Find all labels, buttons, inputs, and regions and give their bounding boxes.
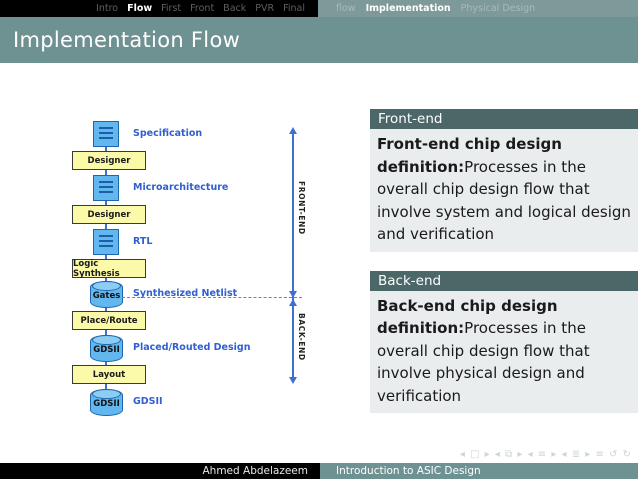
node-label-gdsii: GDSII: [133, 396, 163, 407]
footer-bar: Ahmed Abdelazeem Introduction to ASIC De…: [0, 463, 638, 479]
node-label-synthesized-netlist: Synthesized Netlist: [133, 288, 238, 299]
node-label-rtl: RTL: [133, 236, 153, 247]
block-back-end-body: Back-end chip design definition:Processe…: [370, 290, 638, 413]
implementation-flow-diagram: Designer Designer Logic Synthesis Gates …: [0, 63, 370, 463]
block-back-end-header: Back-end: [370, 270, 638, 291]
footer-author-section: Ahmed Abdelazeem: [0, 463, 320, 479]
node-label-microarchitecture: Microarchitecture: [133, 182, 229, 193]
nav-item-implementation[interactable]: Implementation: [365, 3, 451, 14]
arrowhead-down-frontend-icon: [289, 291, 297, 298]
node-label-placed-routed-design: Placed/Routed Design: [133, 342, 251, 353]
document-icon-specification: [93, 121, 119, 147]
process-box-designer-1: Designer: [72, 151, 146, 170]
nav-item-back[interactable]: Back: [223, 3, 247, 14]
process-box-designer-2: Designer: [72, 205, 146, 224]
front-end-definition-text: Processes in the overall chip design flo…: [377, 157, 631, 244]
back-end-phase-label: BACK-END: [297, 313, 306, 361]
back-end-definition-term: Back-end chip design definition:: [377, 296, 558, 338]
top-nav-sections: Intro Flow First Front Back PVR Final: [0, 0, 318, 17]
top-nav-subsections: flow Implementation Physical Design: [318, 0, 638, 17]
back-end-definition-text: Processes in the overall chip design flo…: [377, 319, 590, 405]
nav-item-flow[interactable]: Flow: [127, 3, 153, 14]
phase-span-arrow-line: [292, 133, 294, 382]
arrowhead-up-top-icon: [289, 127, 297, 134]
nav-item-physical-design[interactable]: Physical Design: [460, 3, 536, 14]
block-back-end-title: Back-end: [378, 272, 442, 289]
definition-blocks: Front-end Front-end chip design definiti…: [370, 109, 638, 413]
process-box-logic-synthesis: Logic Synthesis: [72, 259, 146, 279]
nav-item-pvr[interactable]: PVR: [255, 3, 275, 14]
slide-title-bar: Implementation Flow: [0, 17, 638, 63]
database-icon-gates: Gates: [90, 281, 123, 308]
block-back-end: Back-end Back-end chip design definition…: [370, 270, 638, 413]
nav-item-intro[interactable]: Intro: [96, 3, 119, 14]
front-end-phase-label: FRONT-END: [297, 181, 306, 235]
beamer-navigation-symbols[interactable]: ◂ □ ▸ ◂ ⧉ ▸ ◂ ≡ ▸ ◂ ≣ ▸ ≡ ↺ ↻: [459, 449, 632, 460]
node-label-specification: Specification: [133, 128, 203, 139]
arrowhead-down-bottom-icon: [289, 377, 297, 384]
footer-course-title: Introduction to ASIC Design: [336, 465, 481, 477]
front-end-definition-term: Front-end chip design definition:: [377, 135, 562, 176]
database-icon-gdsii-1: GDSII: [90, 335, 123, 362]
nav-item-final[interactable]: Final: [283, 3, 305, 14]
arrowhead-up-backend-icon: [289, 299, 297, 306]
footer-course-section: Introduction to ASIC Design: [320, 463, 638, 479]
document-icon-microarchitecture: [93, 175, 119, 201]
top-nav-bar: Intro Flow First Front Back PVR Final fl…: [0, 0, 638, 17]
page-title: Implementation Flow: [13, 28, 241, 52]
frontend-backend-divider-line: [122, 297, 302, 298]
nav-item-front[interactable]: Front: [190, 3, 215, 14]
block-front-end: Front-end Front-end chip design definiti…: [370, 109, 638, 252]
nav-item-flow-sub[interactable]: flow: [336, 3, 356, 14]
block-front-end-header: Front-end: [370, 109, 638, 129]
footer-author: Ahmed Abdelazeem: [202, 465, 308, 477]
document-icon-rtl: [93, 229, 119, 255]
block-front-end-title: Front-end: [378, 111, 443, 127]
database-icon-gdsii-2: GDSII: [90, 389, 123, 416]
block-front-end-body: Front-end chip design definition:Process…: [370, 129, 638, 252]
nav-item-first[interactable]: First: [161, 3, 182, 14]
process-box-layout: Layout: [72, 365, 146, 384]
process-box-place-route: Place/Route: [72, 311, 146, 330]
